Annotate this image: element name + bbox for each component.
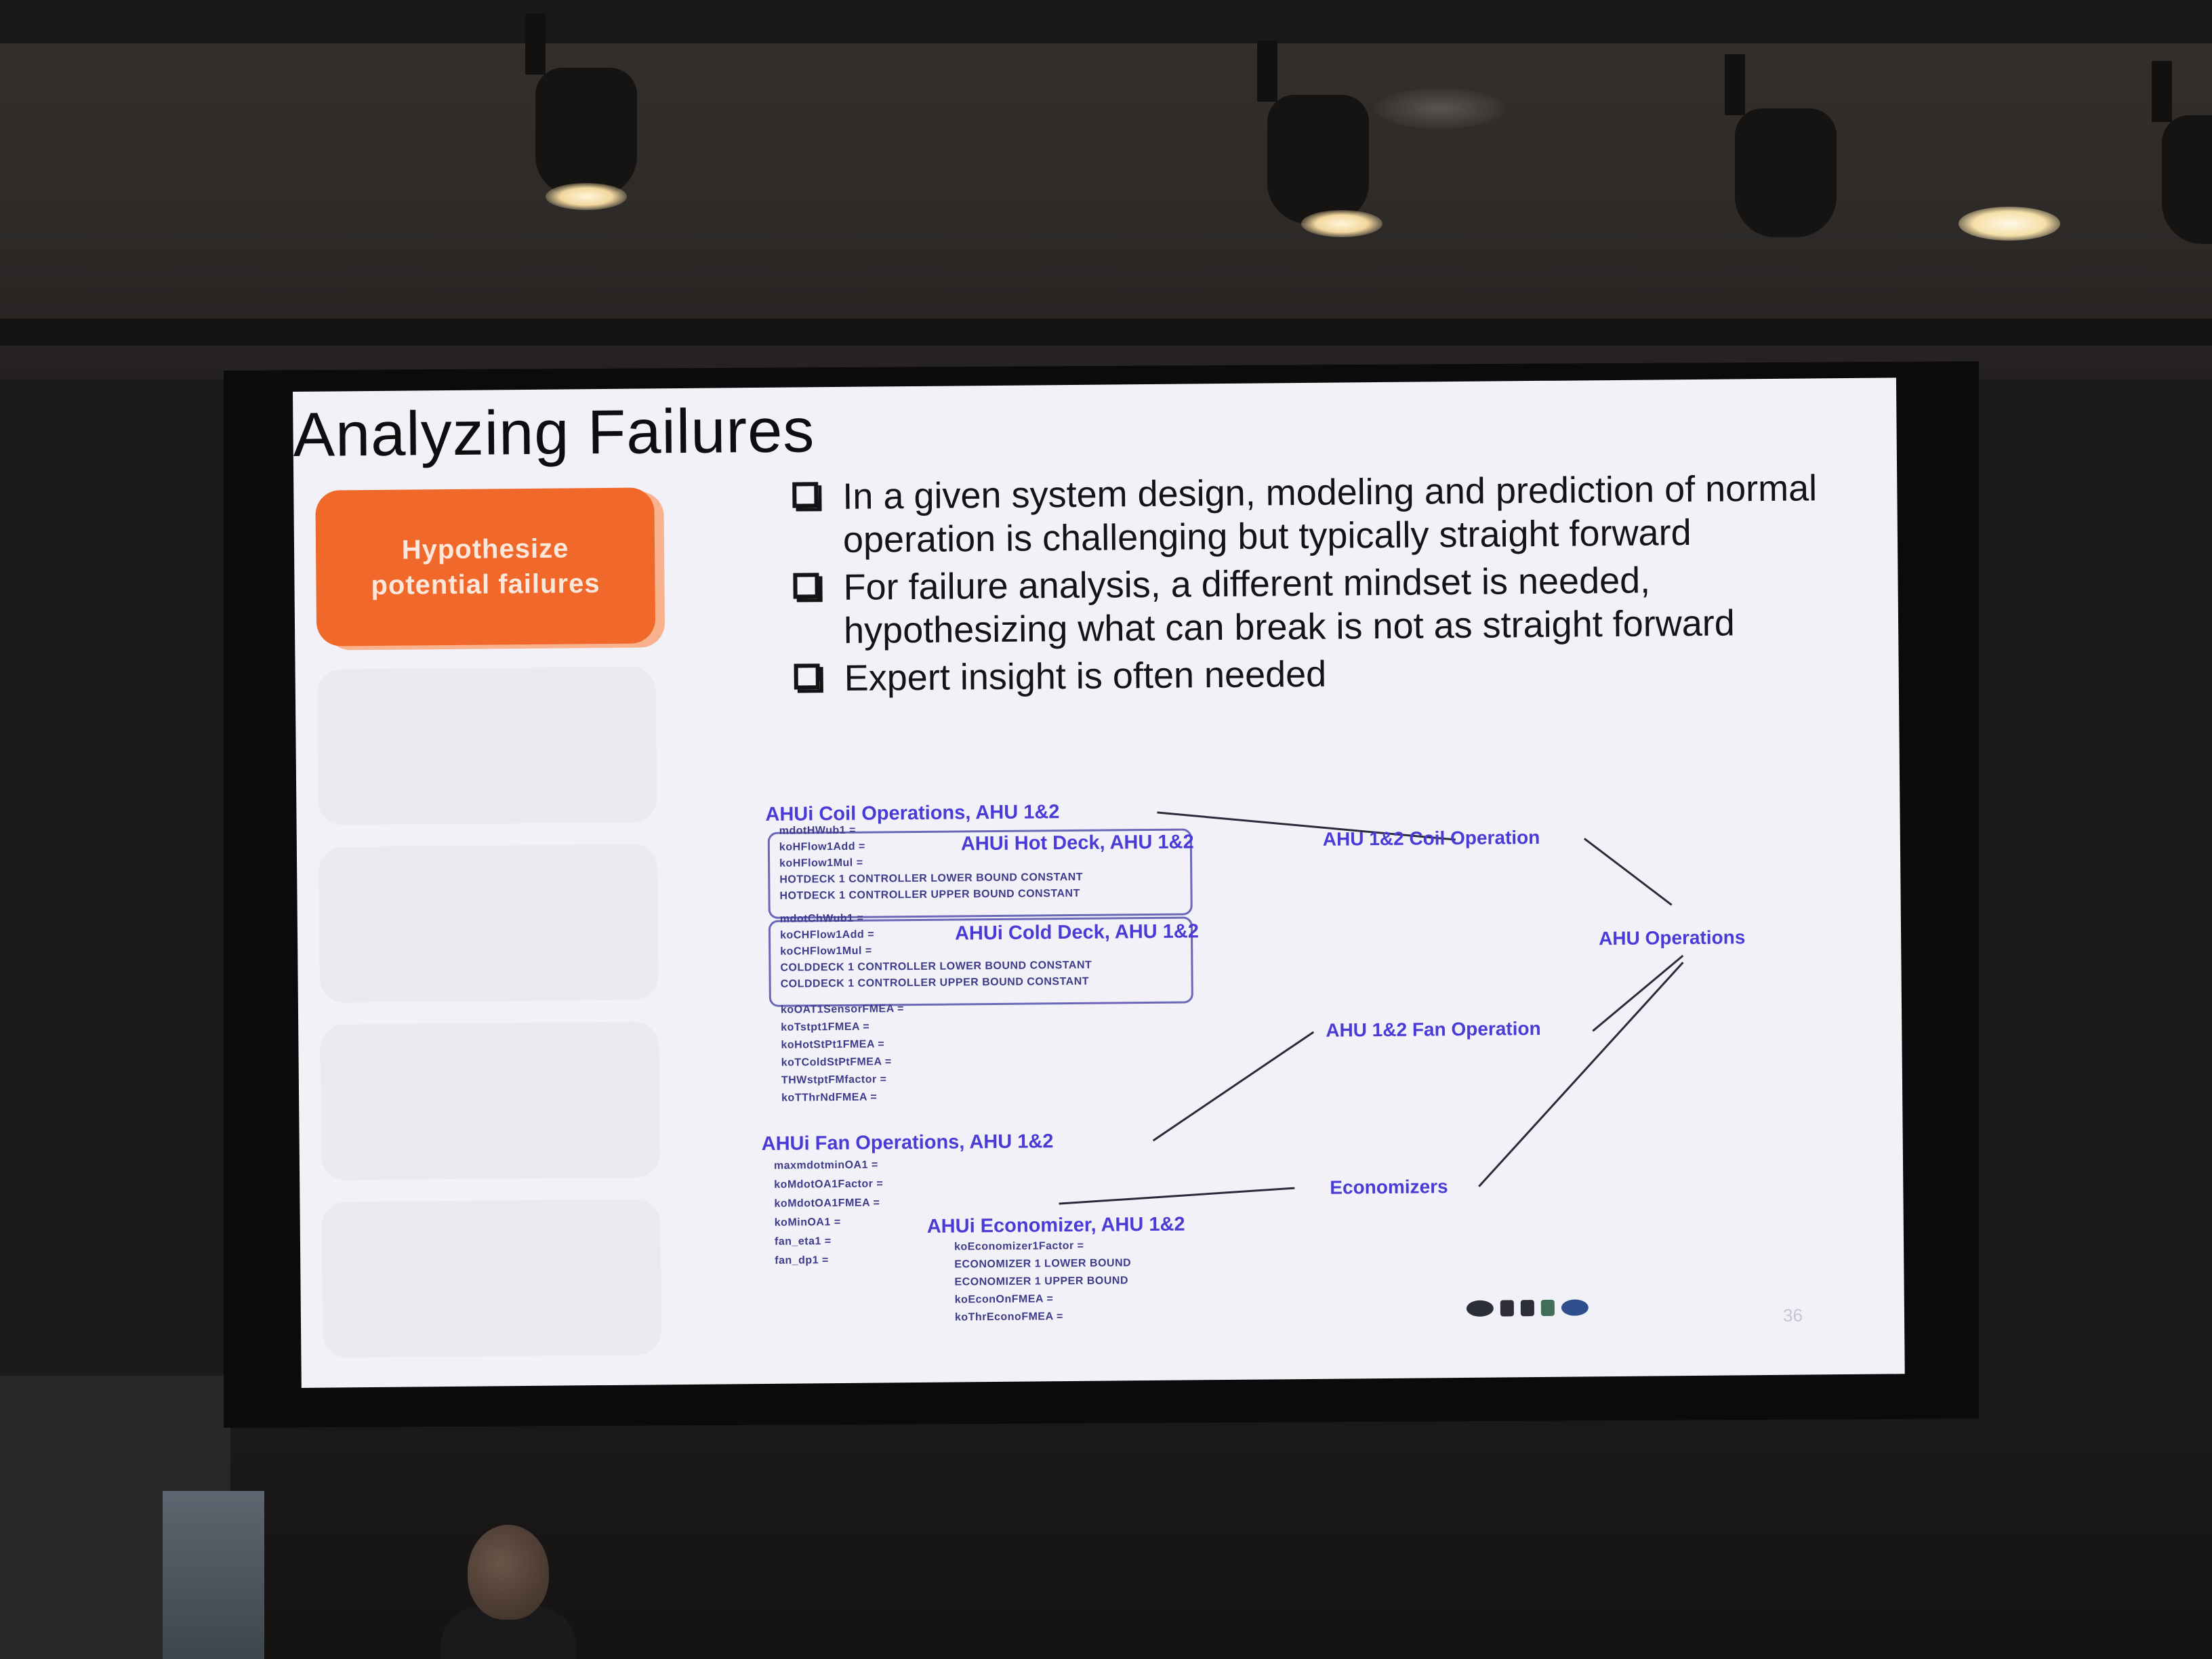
param-text: koThrEconoFMEA = [954, 1311, 1063, 1324]
group-label-fan: AHUi Fan Operations, AHU 1&2 [761, 1130, 1054, 1155]
param-text: koTColdStPtFMEA = [781, 1056, 892, 1069]
audience-member [441, 1525, 576, 1659]
diagram-connectors [1059, 811, 1684, 1205]
node-coil-operation: AHU 1&2 Coil Operation [1322, 826, 1540, 850]
wall [0, 1396, 2212, 1659]
param-text: mdotHWub1 = [779, 824, 856, 837]
connector-line [1152, 1031, 1315, 1142]
pause-icon [1500, 1300, 1514, 1317]
node-ahu-operations: AHU Operations [1598, 926, 1746, 949]
param-text: ECONOMIZER 1 LOWER BOUND [954, 1257, 1132, 1271]
connector-line [1059, 1187, 1295, 1205]
group-label-cold-deck: AHUi Cold Deck, AHU 1&2 [954, 920, 1200, 945]
stop-icon [1520, 1300, 1534, 1317]
param-text: koMinOA1 = [774, 1216, 841, 1229]
group-label-economizer: AHUi Economizer, AHU 1&2 [926, 1213, 1185, 1237]
param-text: koMdotOA1FMEA = [774, 1197, 880, 1210]
node-economizers: Economizers [1330, 1176, 1448, 1198]
ceiling-beam [0, 0, 2212, 43]
back-icon [1466, 1300, 1494, 1317]
param-text: fan_eta1 = [774, 1235, 832, 1248]
failure-tree-diagram: AHUi Coil Operations, AHU 1&2 AHUi Hot D… [293, 377, 1905, 1388]
param-text: koEconomizer1Factor = [954, 1240, 1084, 1253]
param-text: koCHFlow1Mul = [780, 945, 872, 958]
param-text: ECONOMIZER 1 UPPER BOUND [954, 1275, 1129, 1288]
param-text: mdotChWub1 = [779, 912, 864, 925]
menu-icon [1561, 1299, 1589, 1316]
pen-icon [1540, 1299, 1555, 1316]
slide-number: 36 [1782, 1305, 1803, 1326]
connector-line [1583, 838, 1673, 906]
ceiling-light [1959, 207, 2060, 241]
param-text: koMdotOA1Factor = [774, 1178, 884, 1191]
param-text: koTThrNdFMEA = [781, 1091, 878, 1104]
param-text: koHotStPt1FMEA = [781, 1038, 885, 1051]
param-text: koCHFlow1Add = [779, 928, 875, 941]
ceiling-vent [1376, 88, 1504, 129]
param-text: maxmdotminOA1 = [773, 1159, 878, 1172]
projected-slide: Analyzing Failures Hypothesize potential… [293, 377, 1905, 1388]
param-text: koHFlow1Mul = [779, 857, 863, 869]
param-text: THWstptFMfactor = [781, 1073, 887, 1086]
presenter-toolbar [1466, 1297, 1589, 1319]
param-text: koOAT1SensorFMEA = [780, 1003, 904, 1016]
param-text: koEconOnFMEA = [954, 1293, 1054, 1306]
param-text: HOTDECK 1 CONTROLLER UPPER BOUND CONSTAN… [779, 887, 1080, 902]
param-text: koHFlow1Add = [779, 840, 865, 853]
group-label-coil: AHUi Coil Operations, AHU 1&2 [765, 801, 1060, 825]
group-label-hot-deck: AHUi Hot Deck, AHU 1&2 [960, 831, 1194, 855]
connector-line [1157, 811, 1456, 841]
ceiling-edge [0, 319, 2212, 346]
ceiling [0, 0, 2212, 380]
connector-line [1478, 962, 1684, 1187]
node-fan-operation: AHU 1&2 Fan Operation [1326, 1017, 1541, 1041]
window [163, 1491, 264, 1659]
connector-line [1592, 954, 1684, 1032]
param-text: fan_dp1 = [775, 1254, 829, 1267]
param-text: koTstpt1FMEA = [781, 1021, 870, 1033]
